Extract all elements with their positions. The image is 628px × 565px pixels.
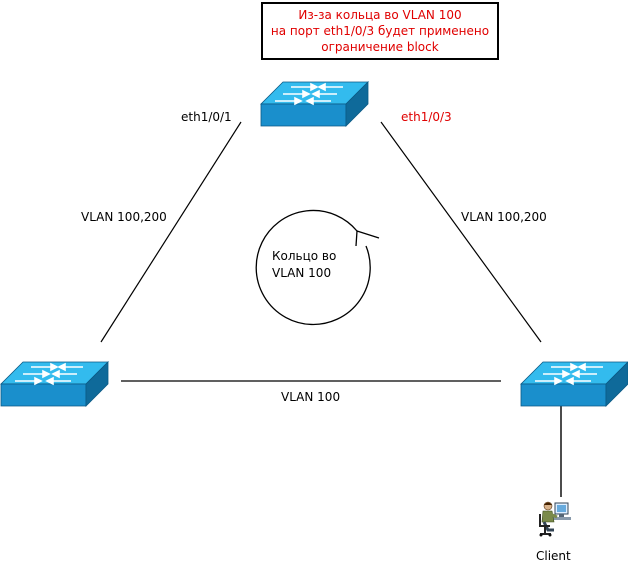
user-at-computer-icon: [539, 501, 571, 537]
note-line-3: ограничение block: [321, 40, 439, 54]
ring-label-line-1: Кольцо во: [272, 249, 337, 263]
note-box: Из-за кольца во VLAN 100 на порт eth1/0/…: [261, 2, 499, 60]
ring-arrow-circle: [255, 209, 371, 326]
switch-top: [260, 81, 369, 127]
ring-label-line-2: VLAN 100: [272, 266, 332, 280]
network-switch-icon: [520, 361, 628, 407]
network-switch-icon: [0, 361, 109, 407]
note-line-1: Из-за кольца во VLAN 100: [298, 8, 462, 22]
ring-label: Кольцо во VLAN 100: [272, 248, 352, 282]
link-label-left: VLAN 100,200: [81, 210, 167, 224]
switch-right: [520, 361, 628, 407]
port-label-eth1-0-3: eth1/0/3: [401, 110, 452, 124]
ring-arrowhead: [355, 230, 380, 247]
port-label-eth1-0-1: eth1/0/1: [181, 110, 232, 124]
link-top-right: [380, 121, 542, 343]
switch-left: [0, 361, 109, 407]
link-top-left: [100, 121, 242, 343]
client-label: Client: [536, 549, 571, 563]
link-label-right: VLAN 100,200: [461, 210, 547, 224]
link-label-bottom: VLAN 100: [281, 390, 341, 404]
note-line-2: на порт eth1/0/3 будет применено: [270, 24, 490, 38]
network-switch-icon: [260, 81, 369, 127]
